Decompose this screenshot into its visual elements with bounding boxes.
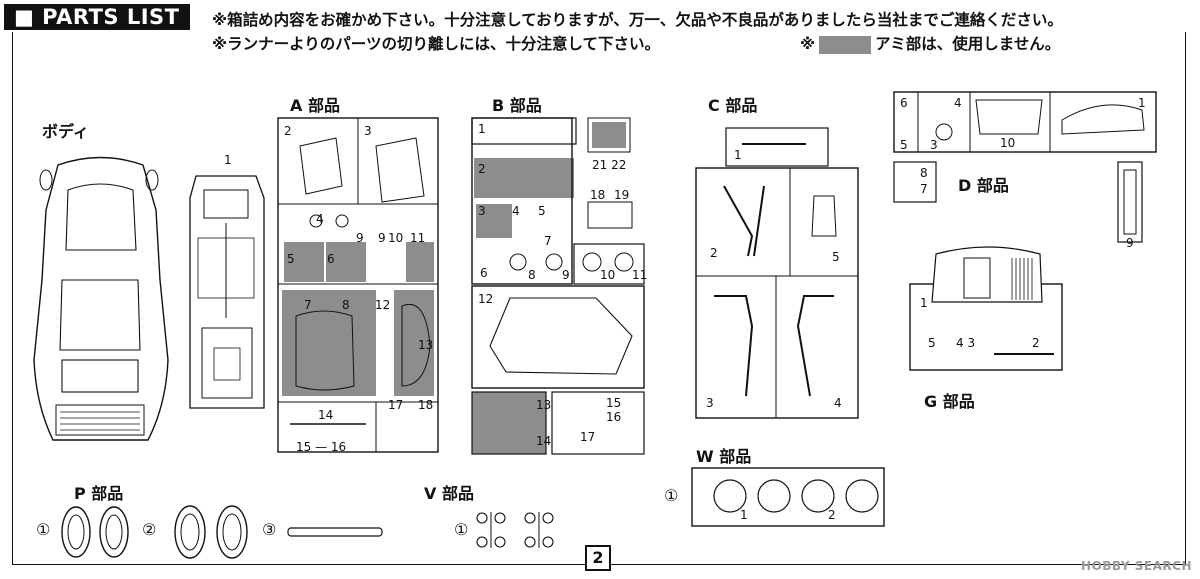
notice-cut-carefully: ※ランナーよりのパーツの切り離しには、十分注意して下さい。 <box>212 35 660 53</box>
p-parts-drawing <box>61 505 383 559</box>
d-label-3: 3 <box>930 138 938 152</box>
v-circle-1: ① <box>454 520 469 539</box>
b-label-14: 14 <box>536 434 552 448</box>
b-label-7: 7 <box>544 234 552 248</box>
p-circle-2: ② <box>142 520 157 539</box>
section-label-c: C 部品 <box>708 96 758 115</box>
a-label-18: 18 <box>418 398 434 412</box>
p-circle-1: ① <box>36 520 51 539</box>
g-label-5: 5 <box>928 336 936 350</box>
g-label-4-3: 4 3 <box>956 336 976 350</box>
notice-gray-suffix: アミ部は、使用しません。 <box>875 35 1061 53</box>
c-label-1: 1 <box>734 148 742 162</box>
v-parts-drawing <box>476 512 554 548</box>
c-label-2: 2 <box>710 246 718 260</box>
b-label-5: 5 <box>538 204 546 218</box>
c-label-3: 3 <box>706 396 714 410</box>
body-shell-drawing <box>33 156 169 441</box>
d-label-10: 10 <box>1000 136 1016 150</box>
d-label-8: 8 <box>920 166 928 180</box>
notice-check-contents: ※箱詰め内容をお確かめ下さい。十分注意しておりますが、万一、欠品や不良品がありま… <box>212 11 1063 29</box>
d-label-1: 1 <box>1138 96 1146 110</box>
b-label-15: 15 <box>606 396 622 410</box>
a-label-17: 17 <box>388 398 404 412</box>
section-label-a: A 部品 <box>290 96 340 115</box>
runner-a <box>277 117 439 453</box>
b-label-16: 16 <box>606 410 622 424</box>
chassis-drawing <box>189 175 265 409</box>
section-label-d: D 部品 <box>958 176 1009 195</box>
section-label-body: ボディ <box>42 122 89 141</box>
b-label-3: 3 <box>478 204 486 218</box>
a-label-6: 6 <box>327 252 335 266</box>
b-label-6: 6 <box>480 266 488 280</box>
runner-d <box>893 91 1157 243</box>
notice-gray-unused: ※ アミ部は、使用しません。 <box>800 32 1060 54</box>
b-label-17: 17 <box>580 430 596 444</box>
a-label-9a: 9 <box>356 231 364 245</box>
b-label-1: 1 <box>478 122 486 136</box>
w-label-1: 1 <box>740 508 748 522</box>
a-label-3: 3 <box>364 124 372 138</box>
d-label-5: 5 <box>900 138 908 152</box>
a-label-15-16: 15 — 16 <box>296 440 347 454</box>
d-label-9: 9 <box>1126 236 1134 250</box>
a-label-2: 2 <box>284 124 292 138</box>
b-label-13: 13 <box>536 398 552 412</box>
b-label-21-22: 21 22 <box>592 158 627 172</box>
watermark: HOBBY SEARCH <box>1081 559 1192 573</box>
p-circle-3: ③ <box>262 520 277 539</box>
section-label-p: P 部品 <box>74 484 124 503</box>
c-label-4: 4 <box>834 396 842 410</box>
b-label-2: 2 <box>478 162 486 176</box>
b-label-4: 4 <box>512 204 520 218</box>
a-label-11: 11 <box>410 231 426 245</box>
d-label-4: 4 <box>954 96 962 110</box>
b-label-18: 18 <box>590 188 606 202</box>
runner-g <box>909 246 1063 371</box>
g-label-1: 1 <box>920 296 928 310</box>
a-label-12: 12 <box>375 298 391 312</box>
parts-list-title: ■ PARTS LIST <box>4 4 190 30</box>
a-label-7: 7 <box>304 298 312 312</box>
section-label-b: B 部品 <box>492 96 542 115</box>
b-label-19: 19 <box>614 188 630 202</box>
c-label-5: 5 <box>832 250 840 264</box>
g-label-2: 2 <box>1032 336 1040 350</box>
chassis-number: 1 <box>224 153 232 167</box>
d-label-7: 7 <box>920 182 928 196</box>
b-label-12: 12 <box>478 292 494 306</box>
section-label-g: G 部品 <box>924 392 975 411</box>
a-label-5: 5 <box>287 252 295 266</box>
b-label-8: 8 <box>528 268 536 282</box>
notice-gray-prefix: ※ <box>800 35 816 53</box>
page-number: 2 <box>585 545 611 571</box>
a-label-10: 10 <box>388 231 404 245</box>
section-label-w: W 部品 <box>696 447 752 466</box>
a-label-14: 14 <box>318 408 334 422</box>
d-label-6: 6 <box>900 96 908 110</box>
a-label-9b: 9 <box>378 231 386 245</box>
gray-swatch <box>819 35 872 54</box>
b-label-9: 9 <box>562 268 570 282</box>
b-label-11: 11 <box>632 268 648 282</box>
runner-b <box>471 117 645 455</box>
a-label-8: 8 <box>342 298 350 312</box>
w-label-2: 2 <box>828 508 836 522</box>
b-label-10: 10 <box>600 268 616 282</box>
a-label-13: 13 <box>418 338 434 352</box>
section-label-v: V 部品 <box>424 484 474 503</box>
w-circle-1: ① <box>664 486 679 505</box>
runner-w <box>691 467 885 527</box>
a-label-4: 4 <box>316 212 324 226</box>
runner-c <box>695 127 859 419</box>
